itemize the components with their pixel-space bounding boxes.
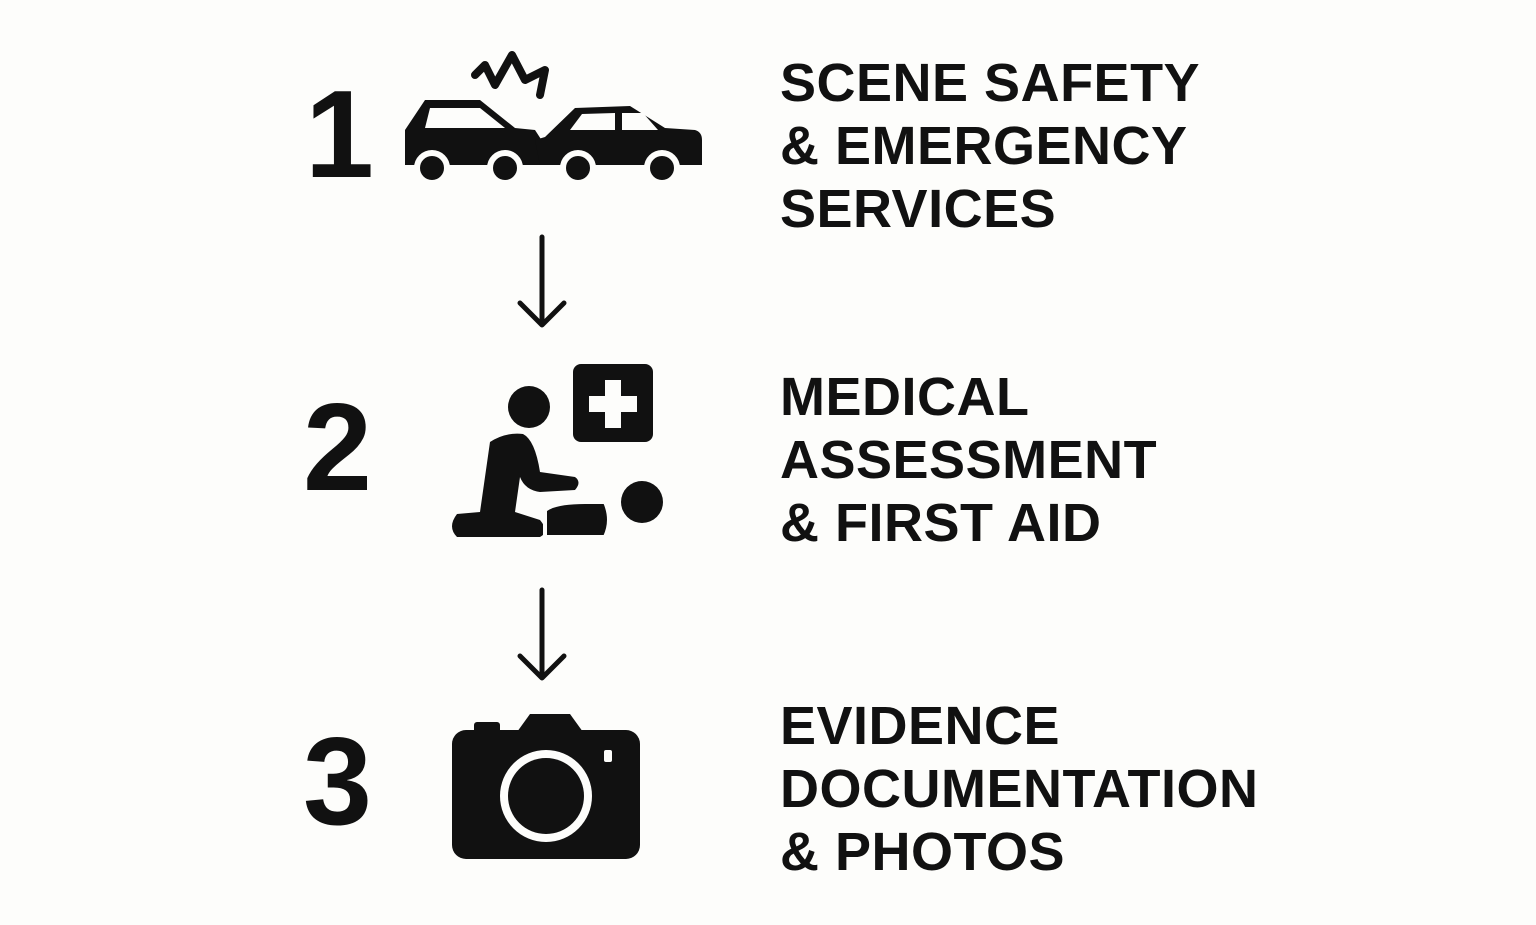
arrow-down-icon [517, 587, 567, 681]
step-1-label: SCENE SAFETY & EMERGENCY SERVICES [780, 52, 1200, 241]
step-2-line: & FIRST AID [780, 493, 1102, 553]
step-3-label: EVIDENCE DOCUMENTATION & PHOTOS [780, 695, 1258, 884]
step-1-line: SCENE SAFETY [780, 53, 1201, 113]
step-1-line: SERVICES [780, 179, 1057, 239]
step-2-line: ASSESSMENT [780, 430, 1158, 490]
arrow-down-icon [517, 234, 567, 328]
step-2-number: 2 [303, 379, 372, 517]
step-1-number: 1 [305, 66, 374, 204]
step-2-label: MEDICAL ASSESSMENT & FIRST AID [780, 366, 1157, 555]
step-3-line: EVIDENCE [780, 696, 1061, 756]
step-3-line: DOCUMENTATION [780, 759, 1259, 819]
car-crash-icon [405, 51, 702, 186]
first-aid-cpr-icon [452, 364, 663, 539]
step-3-line: & PHOTOS [780, 822, 1066, 882]
step-1-line: & EMERGENCY [780, 116, 1188, 176]
step-2-line: MEDICAL [780, 367, 1030, 427]
camera-icon [452, 714, 640, 859]
step-3-number: 3 [303, 713, 372, 851]
